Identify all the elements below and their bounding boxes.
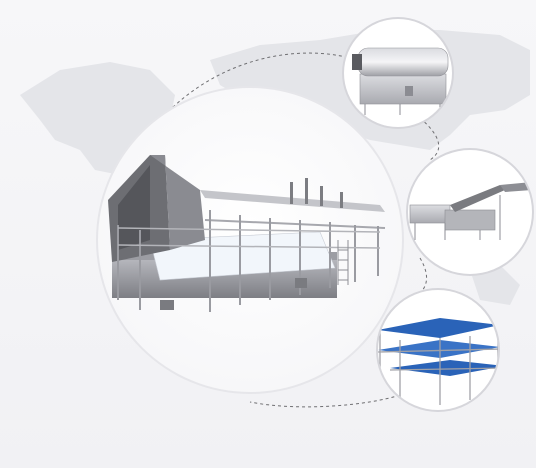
thumbnail-inclined-conveyor-line[interactable] xyxy=(406,148,534,276)
dashed-connector xyxy=(159,52,440,408)
washing-line-machine-image xyxy=(108,155,386,312)
thumbnail-drum-machine[interactable] xyxy=(342,17,454,129)
main-product-circle[interactable] xyxy=(96,86,404,394)
thumbnail-multi-tier-belt-conveyor[interactable] xyxy=(376,288,505,412)
inclined-conveyor-image xyxy=(409,182,532,240)
belt-conveyor-image xyxy=(378,318,498,405)
drum-machine-image xyxy=(352,47,449,115)
